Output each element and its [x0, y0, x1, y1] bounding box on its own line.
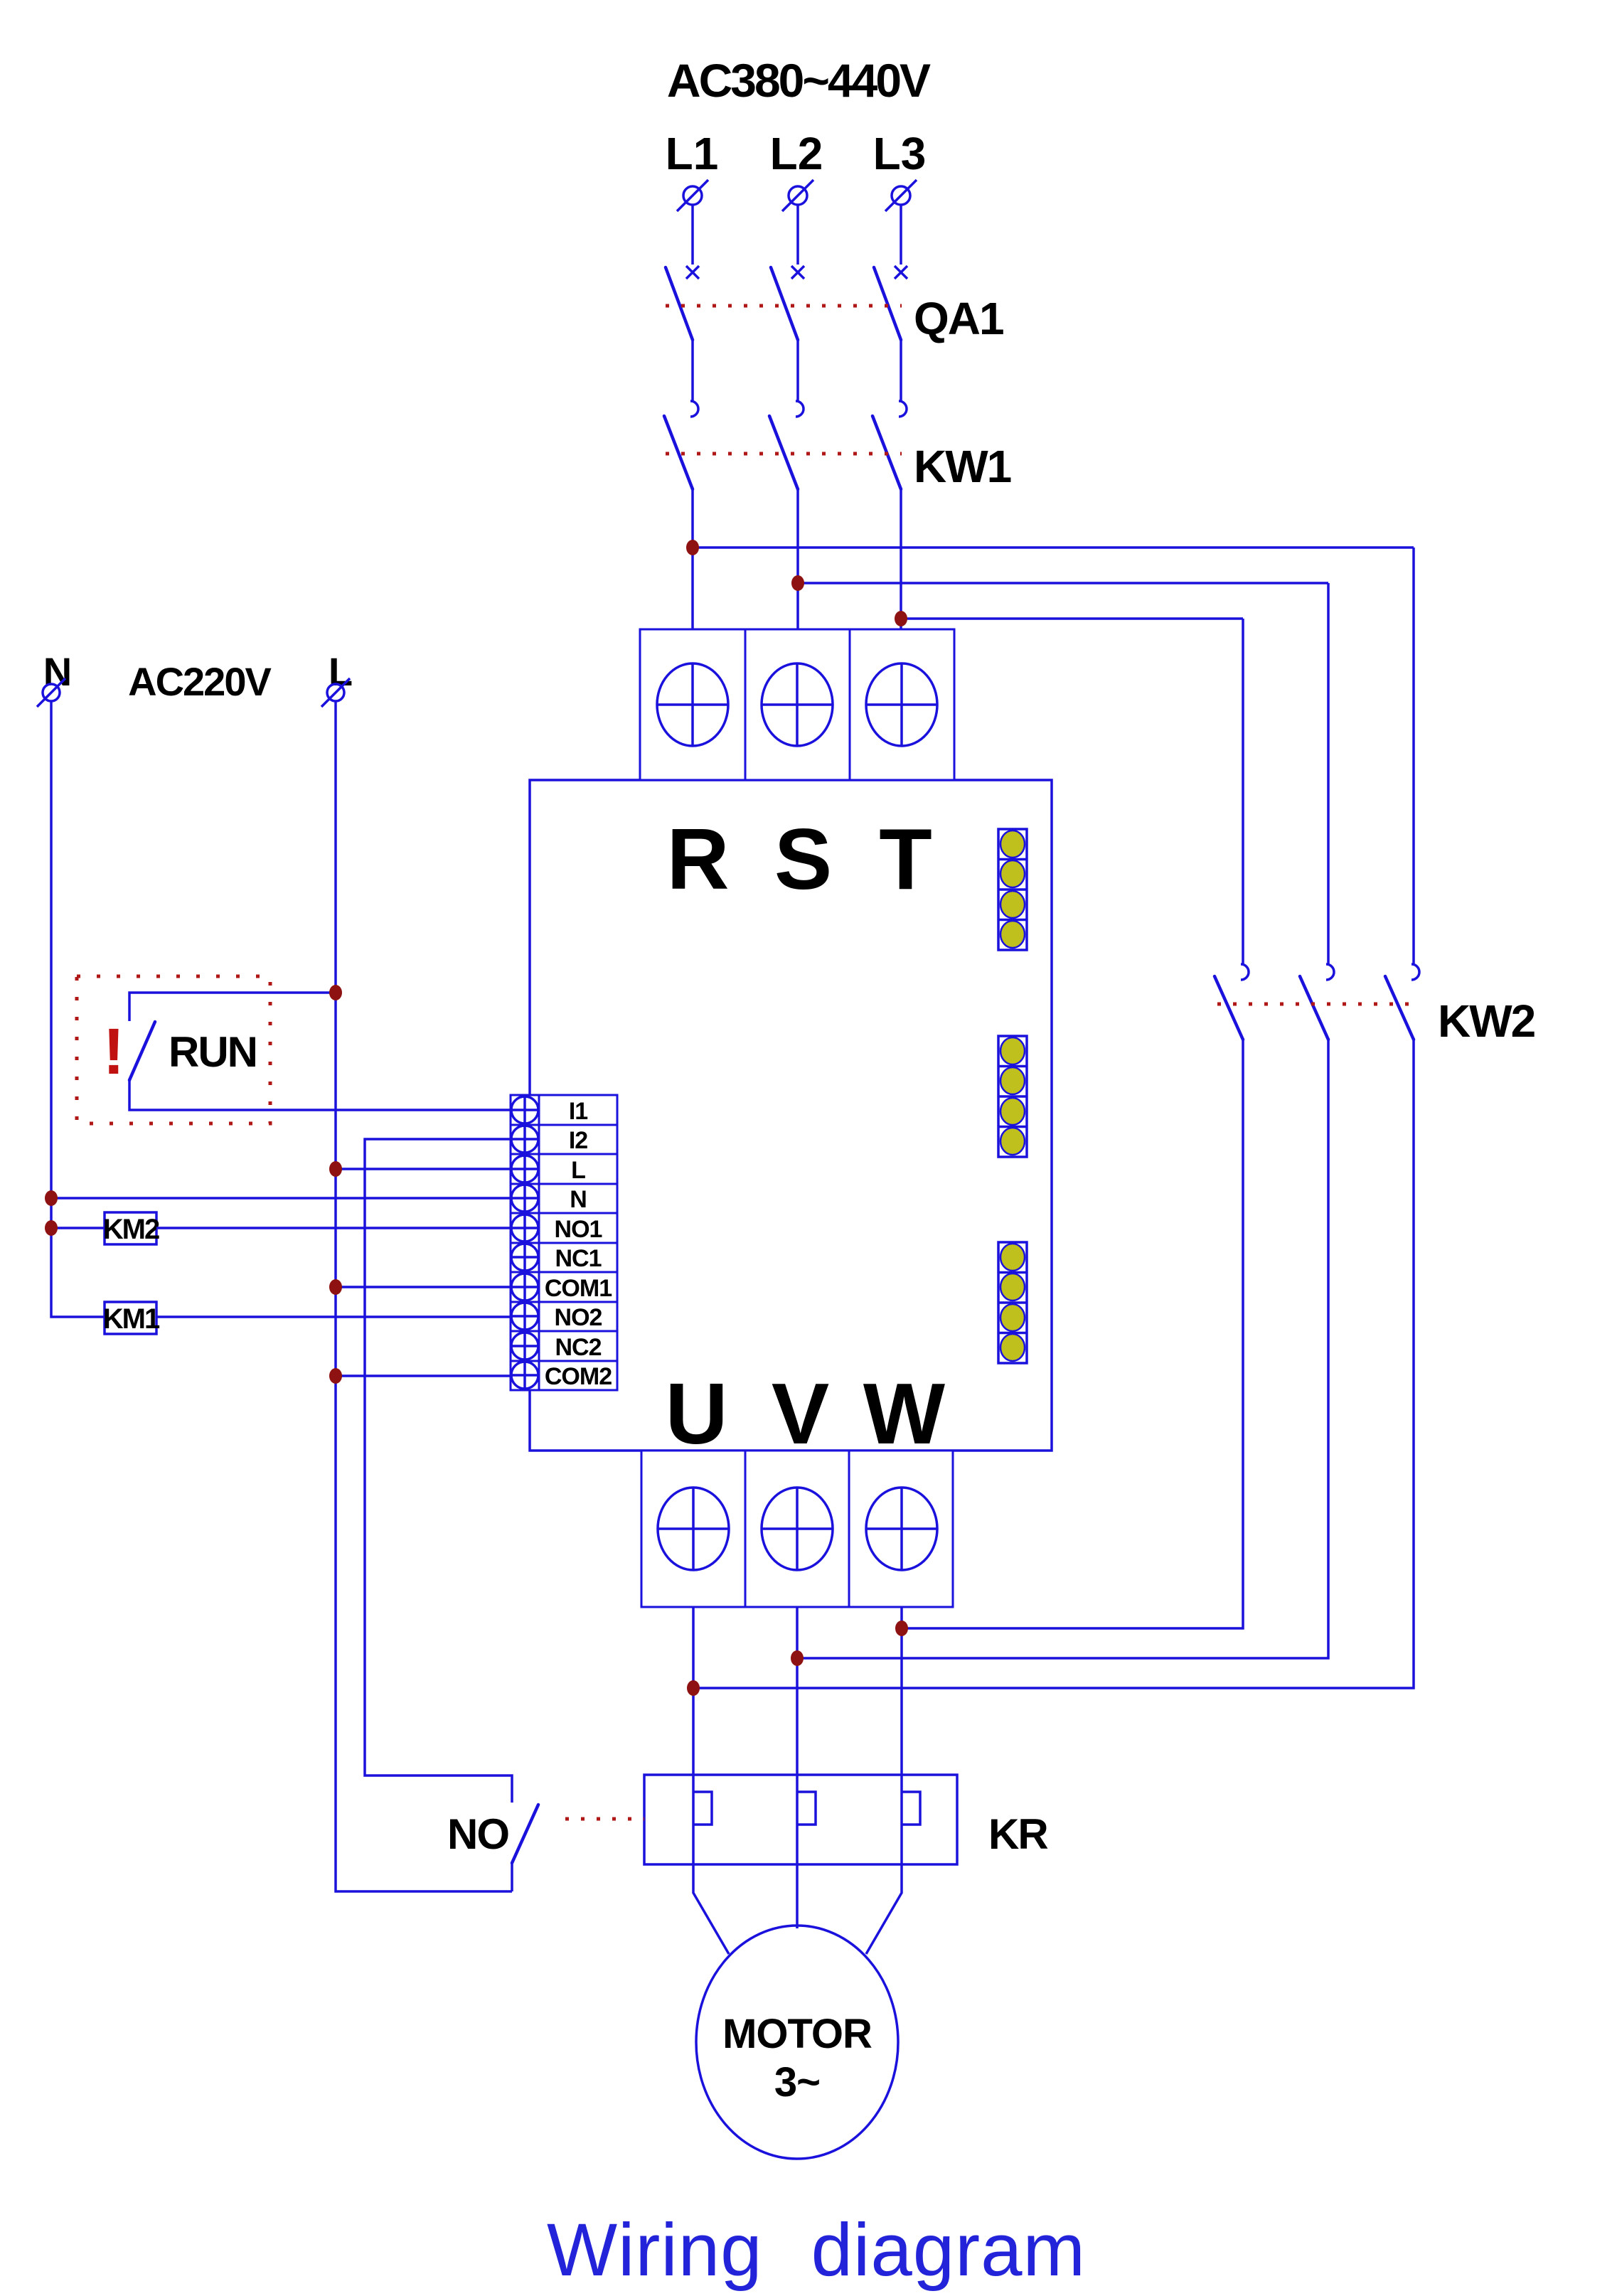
phase-l1-label: L1 [666, 128, 719, 179]
motor-group: MOTOR 3~ [695, 1924, 900, 2160]
kw2-label: KW2 [1438, 995, 1535, 1047]
phase-l2-label: L2 [770, 128, 823, 179]
terminal-icon-l3 [884, 178, 918, 213]
strip-row-i2: I2 [569, 1127, 587, 1154]
kw2-blade-3 [1383, 974, 1416, 1042]
kw2-blade-1 [1212, 974, 1245, 1042]
input-t-label: T [879, 811, 932, 907]
screw-terminal-r [656, 662, 730, 747]
input-s-label: S [774, 811, 830, 907]
supply-terminal-icons [676, 178, 918, 213]
run-switch-blade [127, 1020, 157, 1082]
supply-voltage-label: AC380~440V [667, 54, 931, 107]
kw1-blade-1 [662, 414, 695, 491]
motor-circle [695, 1924, 900, 2160]
strip-screw-cells [509, 1094, 540, 1392]
bypass-wire-3 [902, 619, 1244, 1630]
motor-label: MOTOR [722, 2011, 872, 2057]
wire-u [692, 1607, 730, 1955]
run-switch-group: ! RUN [75, 974, 511, 1126]
strip-row-i1: I1 [569, 1098, 587, 1125]
relay-coils: KM2 KM1 [103, 1211, 511, 1335]
control-strip-wires [336, 1138, 513, 1803]
wire-phase-l1 [691, 205, 1414, 629]
screw-terminal-w [865, 1486, 939, 1571]
no-switch-group: NO [447, 1803, 644, 1891]
strip-row-com2: COM2 [545, 1363, 612, 1390]
km1-label: KM1 [103, 1303, 160, 1335]
warning-mark: ! [103, 1015, 125, 1088]
overload-kr: KR [643, 1773, 1050, 1866]
led-block-3 [997, 1241, 1028, 1365]
wire-phase-l2 [796, 205, 1328, 629]
terminal-icon-l2 [781, 178, 815, 213]
phase-wires [691, 205, 1414, 629]
three-phase-supply-labels: AC380~440V L1 L2 L3 [666, 54, 933, 179]
kr-element-1 [693, 1790, 713, 1826]
screw-terminal-u [656, 1486, 730, 1571]
ac220v-label: AC220V [128, 659, 271, 704]
input-terminal-blocks [639, 628, 956, 781]
control-supply: N AC220V L [36, 649, 512, 1893]
wire-neutral-rail [50, 701, 511, 1318]
no-switch-blade [510, 1803, 540, 1865]
breaker-qa1: QA1 [663, 265, 1005, 344]
bypass-wire-2 [797, 583, 1330, 1660]
output-v-label: V [772, 1365, 829, 1462]
breaker-x-contacts [685, 265, 909, 280]
kw2-blade-2 [1298, 974, 1330, 1042]
run-switch-wires [128, 991, 511, 1111]
breaker-blade-1 [663, 265, 695, 342]
strip-row-no2: NO2 [555, 1304, 602, 1331]
wire-w [865, 1607, 903, 1955]
strip-row-n: N [570, 1186, 587, 1213]
strip-row-l: L [571, 1157, 585, 1184]
breaker-blade-3 [872, 265, 903, 342]
kr-element-3 [902, 1790, 922, 1826]
bypass-kw2: KW2 [693, 548, 1537, 1689]
screw-terminal-v [760, 1486, 834, 1571]
wire-i2 [363, 1138, 513, 1803]
kr-element-2 [797, 1790, 817, 1826]
no-label: NO [447, 1810, 508, 1858]
screw-terminal-t [865, 662, 939, 747]
junction-dots [45, 540, 908, 1696]
kw1-blade-2 [767, 414, 800, 491]
output-u-label: U [665, 1365, 725, 1462]
strip-row-com1: COM1 [545, 1275, 612, 1302]
breaker-label: QA1 [914, 293, 1003, 344]
run-label: RUN [169, 1028, 257, 1076]
contactor-kw1: KW1 [662, 400, 1013, 492]
output-terminal-blocks [640, 1449, 954, 1608]
input-r-label: R [666, 811, 727, 907]
terminal-icon-l1 [676, 178, 710, 213]
strip-label-cells: I1 I2 L N NO1 NC1 COM1 NO2 NC2 COM2 [538, 1094, 619, 1392]
kr-box [643, 1773, 959, 1866]
wire-line-rail [334, 701, 512, 1893]
page-title: Wiring diagram [547, 2209, 1086, 2292]
control-terminal-strip: I1 I2 L N NO1 NC1 COM1 NO2 NC2 COM2 [509, 1094, 619, 1392]
km2-label: KM2 [103, 1214, 159, 1245]
kr-label: KR [988, 1810, 1048, 1858]
screw-terminal-s [760, 662, 834, 747]
motor-phase-label: 3~ [774, 2059, 820, 2105]
strip-row-nc2: NC2 [555, 1334, 601, 1361]
led-block-2 [997, 1035, 1028, 1158]
phase-l3-label: L3 [873, 128, 927, 179]
wire-phase-l3 [900, 205, 1243, 629]
strip-row-nc1: NC1 [555, 1245, 601, 1272]
led-block-1 [997, 828, 1028, 951]
kw1-label: KW1 [914, 441, 1011, 492]
breaker-blade-2 [769, 265, 800, 342]
output-w-label: W [863, 1365, 946, 1462]
led-connector-columns [997, 828, 1028, 1365]
strip-row-no1: NO1 [555, 1216, 602, 1243]
bypass-wire-1 [693, 548, 1415, 1689]
